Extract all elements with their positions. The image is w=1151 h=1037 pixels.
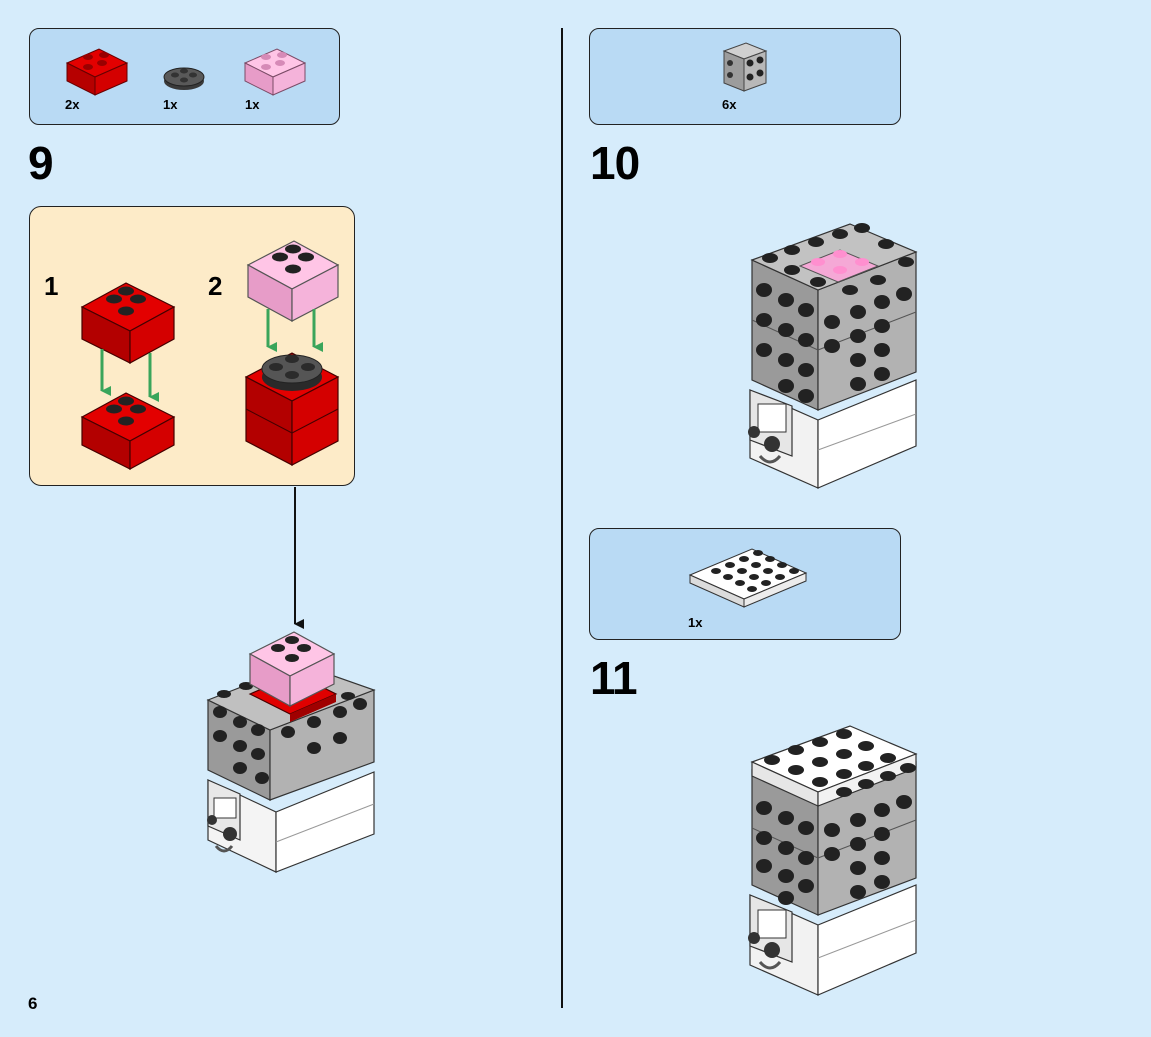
page-number: 6 <box>28 994 37 1014</box>
